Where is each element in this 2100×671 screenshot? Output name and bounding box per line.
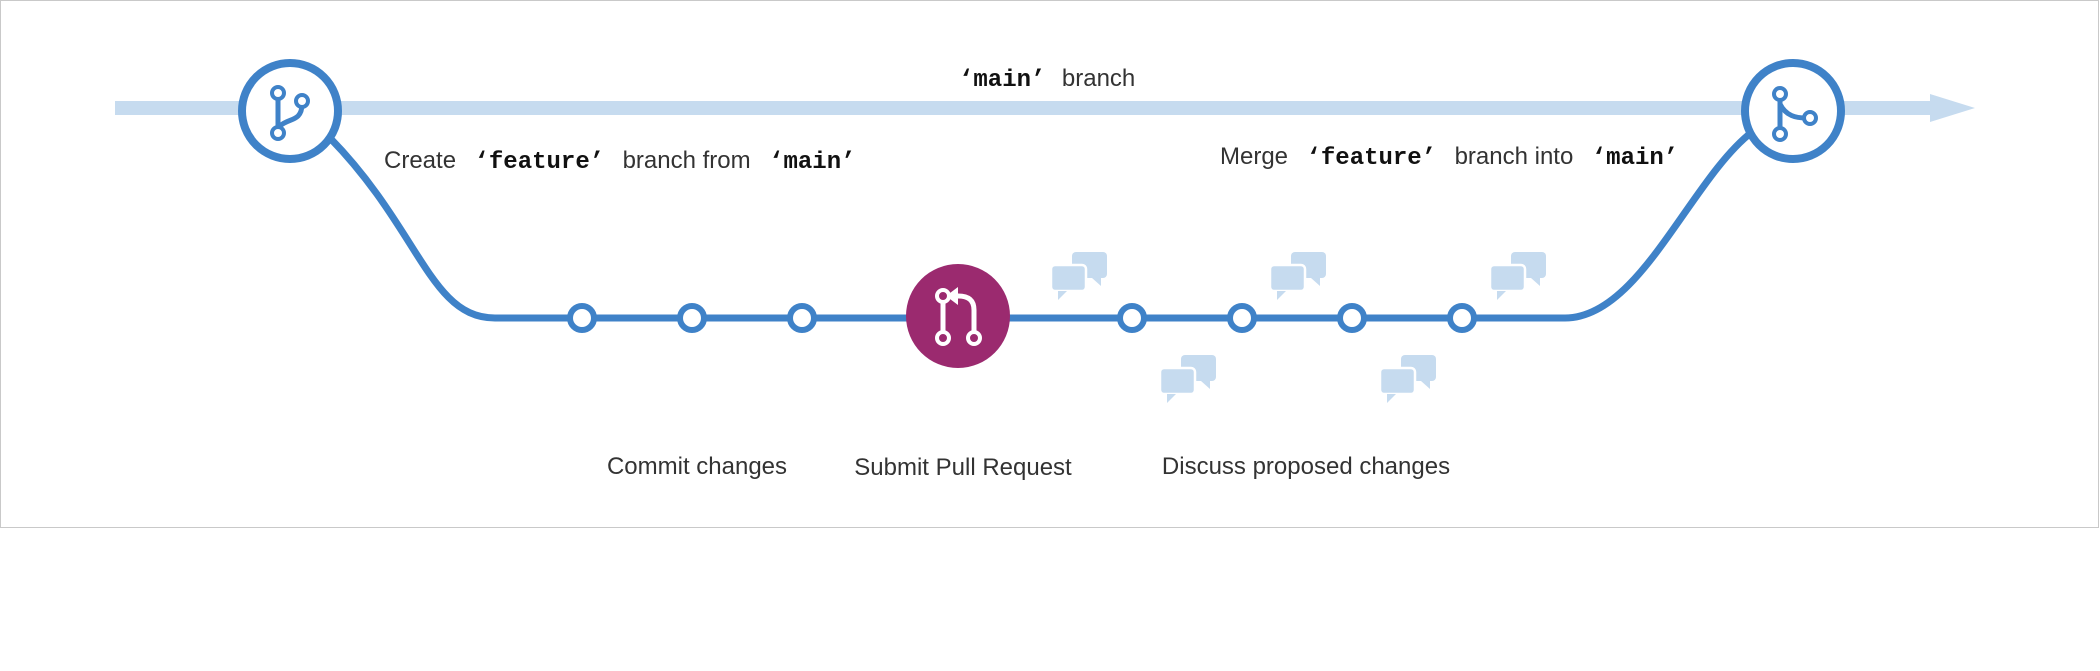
- merge-branch-text-1: Merge: [1220, 143, 1288, 170]
- main-branch-line: [115, 101, 1935, 115]
- comment-discussion-icon: [1378, 355, 1436, 403]
- commit-node: [1337, 303, 1367, 333]
- github-flow-diagram: ‘main’ branch Create ‘feature’ branch fr…: [115, 59, 1975, 481]
- submit-pull-request-label: Submit Pull Request: [854, 454, 1072, 481]
- git-branch-icon: [238, 59, 342, 163]
- merge-branch-label: Merge ‘feature’ branch into ‘main’: [1220, 143, 1678, 172]
- merge-branch-code-2: ‘main’: [1592, 145, 1678, 172]
- git-pull-request-icon: [906, 264, 1010, 368]
- commit-node: [1117, 303, 1147, 333]
- commit-node: [1447, 303, 1477, 333]
- create-branch-label: Create ‘feature’ branch from ‘main’: [384, 147, 856, 176]
- commit-node: [567, 303, 597, 333]
- create-branch-code-2: ‘main’: [769, 149, 855, 176]
- comment-discussion-icon: [1268, 252, 1326, 300]
- merge-branch-code-1: ‘feature’: [1306, 145, 1436, 172]
- discuss-proposed-changes-label: Discuss proposed changes: [1162, 453, 1450, 480]
- main-branch-arrow: [1930, 94, 1975, 122]
- feature-branch-line: [327, 129, 1755, 322]
- comment-discussion-icon: [1158, 355, 1216, 403]
- commit-changes-label: Commit changes: [607, 453, 787, 480]
- comment-discussion-icon: [1488, 252, 1546, 300]
- main-branch-label: ‘main’ branch: [959, 65, 1135, 94]
- commit-node: [1227, 303, 1257, 333]
- create-branch-text-2: branch from: [623, 147, 751, 174]
- commit-node: [787, 303, 817, 333]
- main-branch-text: branch: [1062, 65, 1135, 92]
- merge-branch-text-2: branch into: [1455, 143, 1574, 170]
- comment-discussion-icon: [1049, 252, 1107, 300]
- create-branch-code-1: ‘feature’: [475, 149, 605, 176]
- git-merge-icon: [1741, 59, 1845, 163]
- main-branch-code: ‘main’: [959, 67, 1045, 94]
- commit-node: [677, 303, 707, 333]
- create-branch-text-1: Create: [384, 147, 456, 174]
